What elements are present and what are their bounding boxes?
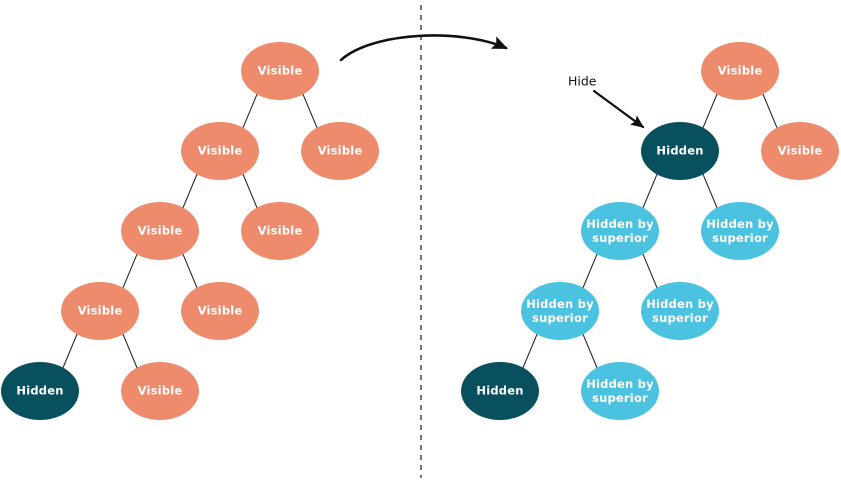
node-ellipse[interactable]: [521, 282, 599, 340]
tree-edge: [642, 253, 658, 289]
after-tree-edges: [522, 93, 778, 369]
node-ellipse[interactable]: [581, 362, 659, 420]
node-ellipse[interactable]: [701, 42, 779, 100]
tree-edge: [182, 173, 198, 209]
node-ellipse[interactable]: [641, 122, 719, 180]
node-ellipse[interactable]: [241, 42, 319, 100]
tree-edge: [182, 253, 198, 289]
tree-node-visible[interactable]: Visible: [761, 122, 839, 180]
node-ellipse[interactable]: [761, 122, 839, 180]
tree-node-visible[interactable]: Visible: [301, 122, 379, 180]
node-ellipse[interactable]: [181, 122, 259, 180]
tree-node-visible[interactable]: Visible: [121, 202, 199, 260]
tree-node-hidden[interactable]: Hidden: [641, 122, 719, 180]
node-ellipse[interactable]: [1, 362, 79, 420]
tree-edge: [582, 333, 598, 369]
transition-arrow: [339, 34, 508, 62]
node-ellipse[interactable]: [121, 362, 199, 420]
tree-edge: [242, 93, 258, 129]
tree-node-visible[interactable]: Visible: [701, 42, 779, 100]
tree-edge: [522, 333, 538, 369]
before-tree-edges: [62, 93, 318, 369]
tree-node-visible[interactable]: Visible: [181, 282, 259, 340]
node-ellipse[interactable]: [461, 362, 539, 420]
tree-edge: [642, 173, 658, 209]
node-ellipse[interactable]: [641, 282, 719, 340]
node-ellipse[interactable]: [581, 202, 659, 260]
node-ellipse[interactable]: [181, 282, 259, 340]
tree-edge: [762, 93, 778, 129]
hide-annotation-label: Hide: [568, 74, 597, 89]
tree-edge: [122, 333, 138, 369]
hide-pointer-arrow: [592, 89, 645, 129]
node-ellipse[interactable]: [241, 202, 319, 260]
node-ellipse[interactable]: [121, 202, 199, 260]
tree-edge: [62, 333, 78, 369]
tree-edge: [122, 253, 138, 289]
tree-node-visible[interactable]: Visible: [121, 362, 199, 420]
node-ellipse[interactable]: [301, 122, 379, 180]
tree-node-visible[interactable]: Visible: [241, 42, 319, 100]
tree-node-visible[interactable]: Visible: [61, 282, 139, 340]
tree-edge: [702, 93, 718, 129]
node-ellipse[interactable]: [61, 282, 139, 340]
tree-edge: [702, 173, 718, 209]
tree-node-hidden[interactable]: Hidden: [461, 362, 539, 420]
node-ellipse[interactable]: [701, 202, 779, 260]
tree-node-visible[interactable]: Visible: [241, 202, 319, 260]
tree-node-visible[interactable]: Visible: [181, 122, 259, 180]
tree-edge: [582, 253, 598, 289]
tree-node-hidden[interactable]: Hidden: [1, 362, 79, 420]
tree-edge: [302, 93, 318, 129]
tree-edge: [242, 173, 258, 209]
